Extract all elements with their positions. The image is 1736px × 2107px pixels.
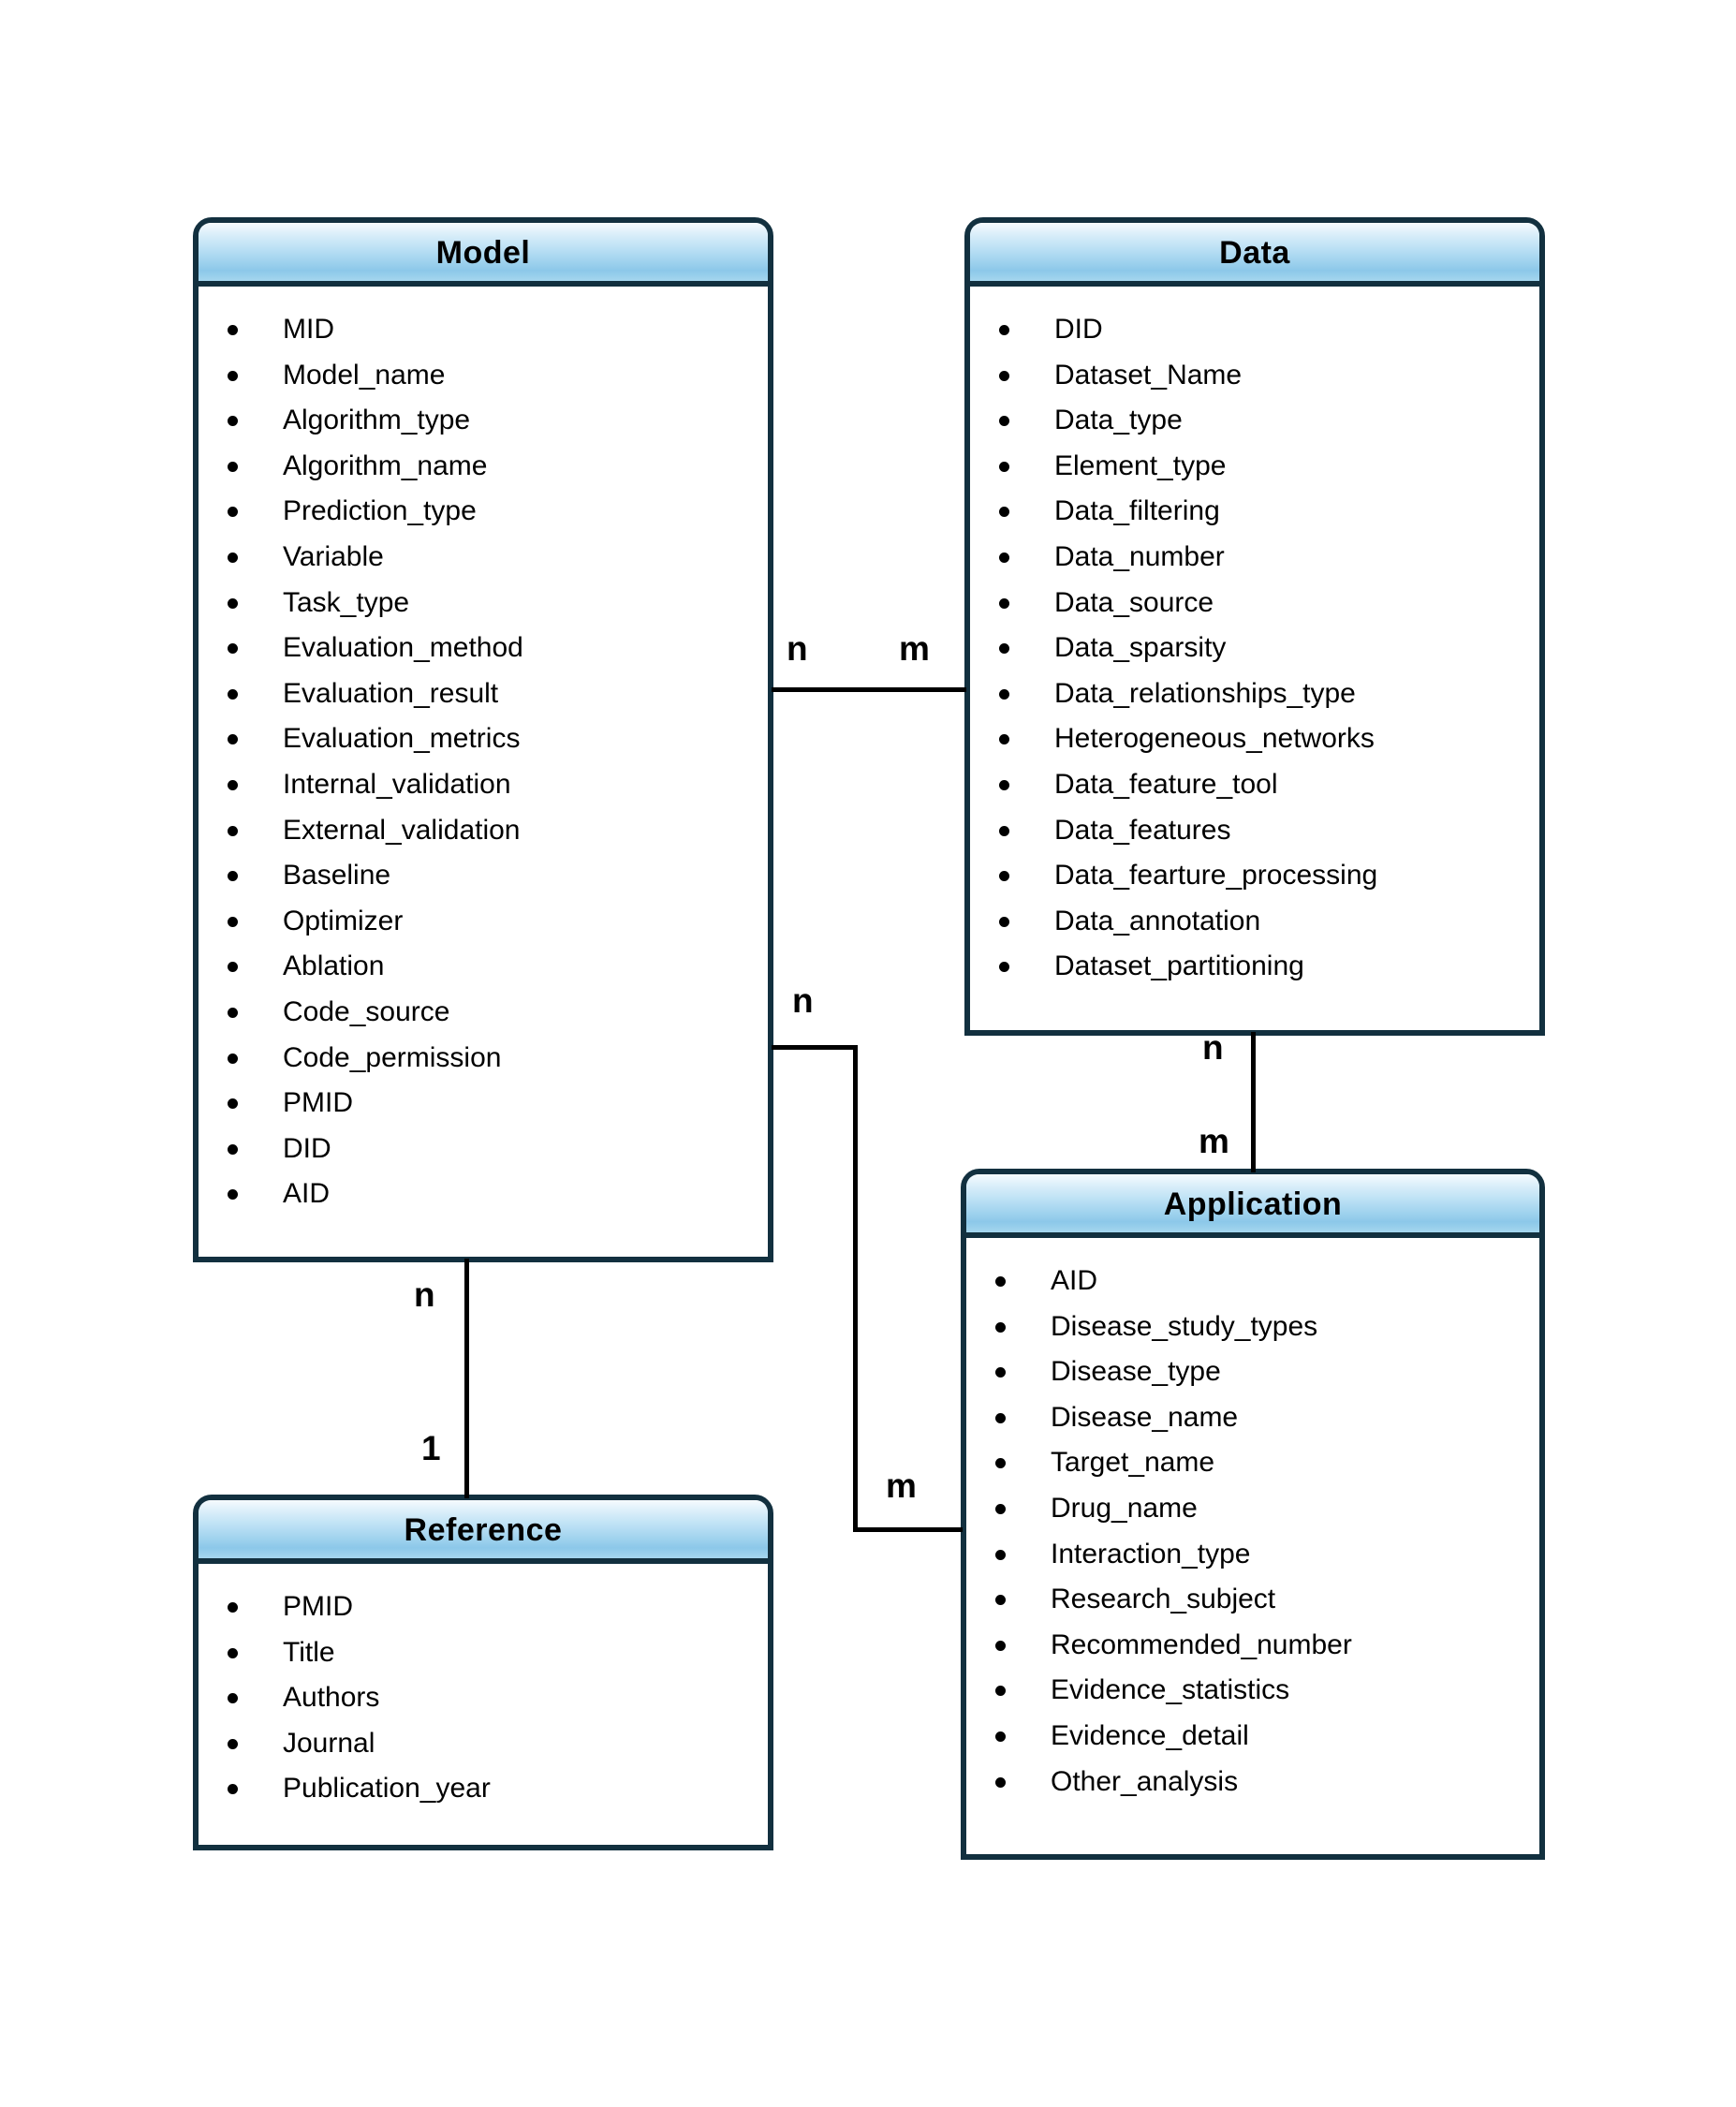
relationship-line-data-application: [1251, 1032, 1256, 1172]
attribute-item: Data_number: [970, 535, 1539, 581]
entity-application-title: Application: [1163, 1186, 1343, 1222]
attribute-item: Research_subject: [966, 1577, 1539, 1623]
cardinality-data-application-m: m: [1199, 1122, 1229, 1160]
attribute-item: Data_relationships_type: [970, 671, 1539, 717]
attribute-item: Data_filtering: [970, 489, 1539, 535]
attribute-item: Authors: [199, 1675, 768, 1721]
attribute-item: Variable: [199, 535, 768, 581]
attribute-item: PMID: [199, 1584, 768, 1630]
entity-reference-header: Reference: [199, 1500, 768, 1564]
attribute-item: Data_feature_tool: [970, 762, 1539, 808]
attribute-item: Journal: [199, 1721, 768, 1767]
attribute-item: Data_sparsity: [970, 626, 1539, 671]
attribute-item: Dataset_partitioning: [970, 944, 1539, 990]
attribute-item: DID: [970, 307, 1539, 353]
attribute-item: Publication_year: [199, 1766, 768, 1812]
attribute-item: Disease_study_types: [966, 1304, 1539, 1350]
attribute-item: Drug_name: [966, 1486, 1539, 1532]
attribute-item: Title: [199, 1630, 768, 1676]
cardinality-model-reference-1: 1: [421, 1429, 441, 1467]
attribute-item: Evaluation_result: [199, 671, 768, 717]
attribute-item: Data_annotation: [970, 899, 1539, 945]
attribute-item: Code_permission: [199, 1036, 768, 1082]
attribute-item: Recommended_number: [966, 1623, 1539, 1669]
entity-model-header: Model: [199, 223, 768, 287]
attribute-item: Data_fearture_processing: [970, 853, 1539, 899]
cardinality-model-reference-n: n: [414, 1275, 435, 1314]
attribute-item: Baseline: [199, 853, 768, 899]
attribute-item: Target_name: [966, 1440, 1539, 1486]
cardinality-model-data-m: m: [899, 629, 930, 668]
entity-data-header: Data: [970, 223, 1539, 287]
attribute-item: Algorithm_type: [199, 398, 768, 444]
attribute-item: Heterogeneous_networks: [970, 716, 1539, 762]
relationship-line-model-application-segment-3: [853, 1527, 963, 1532]
cardinality-model-data-n: n: [787, 629, 808, 668]
attribute-item: Evidence_statistics: [966, 1668, 1539, 1714]
entity-model-title: Model: [435, 235, 531, 271]
attribute-item: MID: [199, 307, 768, 353]
attribute-item: Evaluation_method: [199, 626, 768, 671]
attribute-item: Disease_name: [966, 1395, 1539, 1441]
attribute-item: AID: [966, 1259, 1539, 1304]
cardinality-data-application-n: n: [1202, 1028, 1224, 1067]
attribute-item: Other_analysis: [966, 1760, 1539, 1805]
attribute-item: Prediction_type: [199, 489, 768, 535]
cardinality-model-application-n: n: [792, 981, 814, 1020]
attribute-item: Model_name: [199, 353, 768, 399]
attribute-item: PMID: [199, 1081, 768, 1127]
attribute-item: Code_source: [199, 990, 768, 1036]
attribute-item: Interaction_type: [966, 1532, 1539, 1578]
relationship-line-model-data: [772, 687, 966, 692]
entity-data-title: Data: [1219, 235, 1290, 271]
attribute-item: Optimizer: [199, 899, 768, 945]
entity-application-header: Application: [966, 1174, 1539, 1238]
attribute-item: Evidence_detail: [966, 1714, 1539, 1760]
attribute-item: Element_type: [970, 444, 1539, 490]
attribute-item: AID: [199, 1171, 768, 1217]
attribute-item: Data_features: [970, 808, 1539, 854]
attribute-item: Evaluation_metrics: [199, 716, 768, 762]
attribute-item: Data_source: [970, 581, 1539, 626]
attribute-item: Disease_type: [966, 1349, 1539, 1395]
relationship-line-model-application-segment-1: [772, 1045, 858, 1050]
relationship-line-model-reference: [464, 1259, 469, 1498]
cardinality-model-application-m: m: [886, 1466, 917, 1505]
attribute-item: Algorithm_name: [199, 444, 768, 490]
attribute-item: Task_type: [199, 581, 768, 626]
attribute-item: Data_type: [970, 398, 1539, 444]
attribute-item: Ablation: [199, 944, 768, 990]
attribute-item: Internal_validation: [199, 762, 768, 808]
attribute-item: Dataset_Name: [970, 353, 1539, 399]
attribute-item: External_validation: [199, 808, 768, 854]
relationship-line-model-application-segment-2: [853, 1045, 858, 1532]
entity-reference-title: Reference: [404, 1512, 563, 1548]
attribute-item: DID: [199, 1127, 768, 1172]
